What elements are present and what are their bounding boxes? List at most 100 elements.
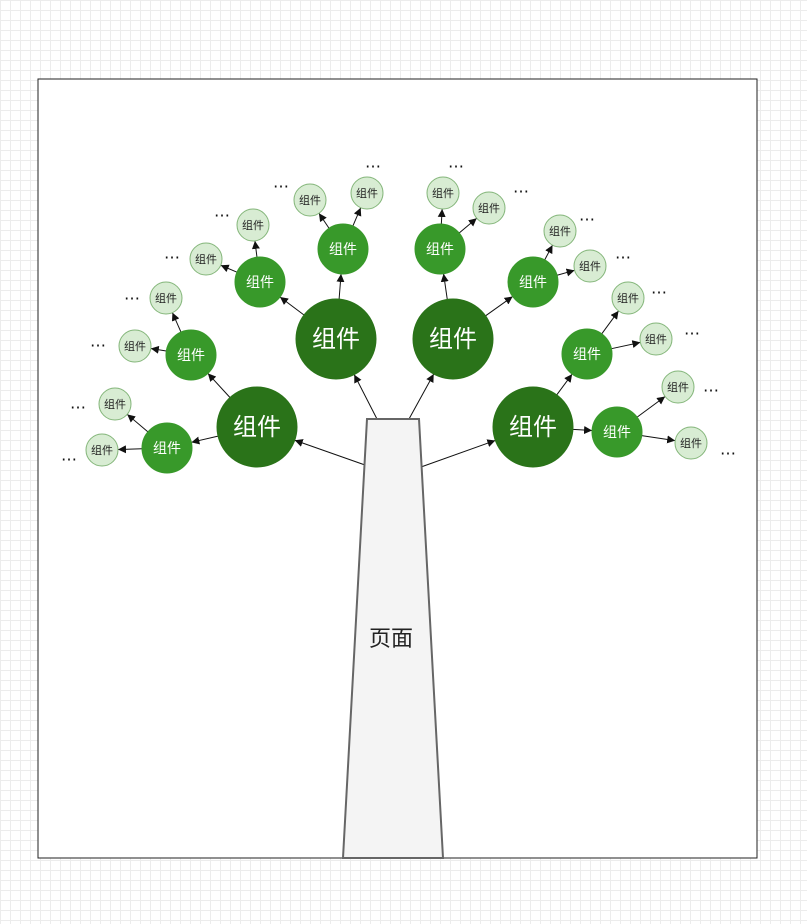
component-node-small: 组件 [611, 281, 645, 315]
component-node-large-circle [216, 386, 298, 468]
arrow-subcomponent-to-leaf [458, 217, 478, 234]
component-node-medium-circle [414, 223, 466, 275]
component-node-small-label: 组件 [91, 443, 113, 457]
component-node-small-circle [611, 281, 645, 315]
component-node-small-label: 组件 [617, 291, 639, 305]
arrow-subcomponent-to-leaf [437, 208, 446, 225]
arrow-trunk-to-component [353, 374, 378, 420]
component-node-large-label: 组件 [233, 413, 281, 441]
component-node-small-circle [293, 183, 327, 217]
component-node-medium-circle [317, 223, 369, 275]
component-node-large: 组件 [216, 386, 298, 468]
component-node-large: 组件 [412, 298, 494, 380]
arrow-trunk-to-component [408, 373, 435, 420]
arrow-component-to-subcomponent [485, 296, 513, 317]
component-node-large: 组件 [295, 298, 377, 380]
component-node-large-circle [412, 298, 494, 380]
component-node-large-circle [492, 386, 574, 468]
arrow-subcomponent-to-leaf [641, 435, 676, 444]
component-node-medium-label: 组件 [153, 441, 181, 457]
component-node-large-label: 组件 [509, 413, 557, 441]
arrow-subcomponent-to-leaf [544, 244, 553, 261]
arrow-subcomponent-to-leaf [251, 240, 260, 258]
arrow-subcomponent-to-leaf [171, 312, 182, 333]
arrow-subcomponent-to-leaf [220, 264, 238, 273]
arrow-subcomponent-to-leaf [117, 445, 143, 454]
component-node-large-circle [295, 298, 377, 380]
arrow-component-to-subcomponent [572, 426, 593, 435]
arrow-component-to-subcomponent [191, 435, 219, 445]
component-node-small-circle [426, 176, 460, 210]
arrow-trunk-to-component [420, 439, 496, 468]
component-node-small: 组件 [236, 208, 270, 242]
component-node-medium: 组件 [507, 256, 559, 308]
component-node-small-label: 组件 [299, 193, 321, 207]
ellipsis-text: … [684, 320, 700, 339]
component-node-small-label: 组件 [432, 186, 454, 200]
component-node-small-circle [472, 191, 506, 225]
arrow-component-to-subcomponent [336, 273, 345, 300]
component-node-small: 组件 [85, 433, 119, 467]
ellipsis-text: … [579, 206, 595, 225]
component-node-small-label: 组件 [124, 339, 146, 353]
ellipsis-text: … [61, 446, 77, 465]
arrow-subcomponent-to-leaf [150, 345, 167, 354]
component-node-small: 组件 [350, 176, 384, 210]
component-node-small: 组件 [543, 214, 577, 248]
arrow-component-to-subcomponent [207, 373, 231, 398]
component-node-small: 组件 [639, 322, 673, 356]
ellipsis-text: … [90, 332, 106, 351]
component-node-small-label: 组件 [242, 218, 264, 232]
component-node-small-label: 组件 [549, 224, 571, 238]
page-trunk-label: 页面 [369, 627, 413, 652]
component-node-small: 组件 [426, 176, 460, 210]
component-node-medium-circle [141, 422, 193, 474]
component-node-medium-label: 组件 [329, 242, 357, 258]
arrow-subcomponent-to-leaf [318, 212, 330, 229]
arrow-subcomponent-to-leaf [601, 310, 619, 335]
component-node-medium-circle [561, 328, 613, 380]
component-node-medium-circle [165, 329, 217, 381]
component-node-small-circle [85, 433, 119, 467]
component-node-small-circle [573, 249, 607, 283]
component-node-small-label: 组件 [667, 380, 689, 394]
component-node-small: 组件 [189, 242, 223, 276]
component-node-medium-label: 组件 [573, 347, 601, 363]
component-node-small: 组件 [674, 426, 708, 460]
component-node-small-label: 组件 [680, 436, 702, 450]
component-node-small-circle [98, 387, 132, 421]
ellipsis-text: … [651, 279, 667, 298]
component-node-medium-label: 组件 [519, 275, 547, 291]
component-node-medium-label: 组件 [246, 275, 274, 291]
ellipsis-text: … [124, 285, 140, 304]
component-node-small-circle [118, 329, 152, 363]
component-node-small: 组件 [98, 387, 132, 421]
nodes: 组件组件组件组件组件组件组件组件组件组件组件组件组件组件组件组件组件组件组件组件… [85, 176, 708, 474]
component-node-small-circle [350, 176, 384, 210]
ellipsis-text: … [214, 202, 230, 221]
ellipsis-text: … [448, 153, 464, 172]
component-node-small: 组件 [118, 329, 152, 363]
arrow-subcomponent-to-leaf [126, 413, 149, 433]
component-node-small: 组件 [472, 191, 506, 225]
arrow-subcomponent-to-leaf [611, 340, 641, 350]
component-node-medium-label: 组件 [177, 348, 205, 364]
component-node-small: 组件 [149, 281, 183, 315]
component-node-small-circle [149, 281, 183, 315]
component-node-small-circle [543, 214, 577, 248]
component-node-small-label: 组件 [356, 186, 378, 200]
component-node-small-circle [189, 242, 223, 276]
component-node-medium: 组件 [561, 328, 613, 380]
component-node-small-circle [661, 370, 695, 404]
component-node-large-label: 组件 [429, 325, 477, 353]
arrow-component-to-subcomponent [556, 373, 573, 396]
ellipsis-text: … [720, 440, 736, 459]
ellipsis-text: … [365, 153, 381, 172]
component-node-small-label: 组件 [478, 201, 500, 215]
arrow-component-to-subcomponent [279, 296, 305, 316]
component-node-medium: 组件 [591, 406, 643, 458]
ellipsis-text: … [615, 244, 631, 263]
component-node-large-label: 组件 [312, 325, 360, 353]
edges [117, 207, 676, 468]
